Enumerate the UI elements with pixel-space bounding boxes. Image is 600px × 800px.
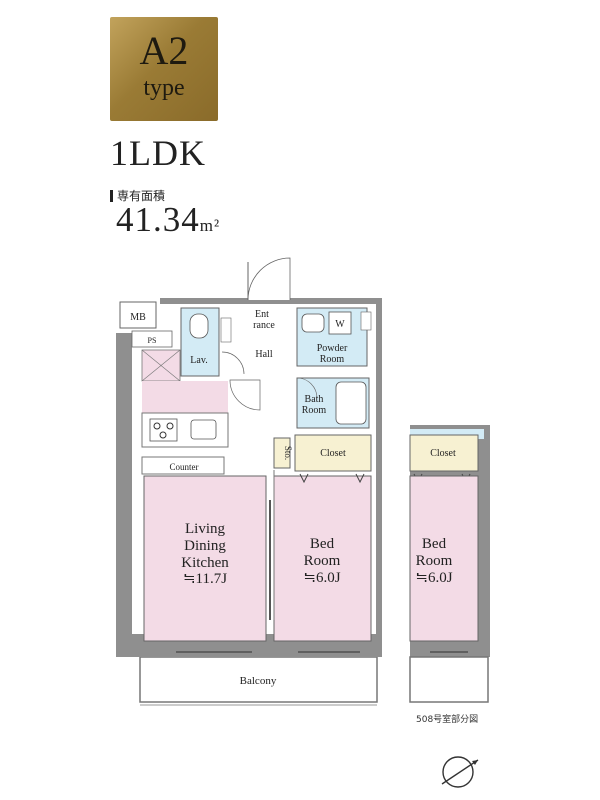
ps-shaft — [131, 330, 173, 348]
powder-label-1: Powder — [317, 343, 348, 354]
type-code: A2 — [139, 28, 189, 73]
bullet-mark — [110, 189, 113, 202]
washer-label: W — [335, 319, 345, 330]
area-caption-text: 専有面積 — [117, 189, 166, 203]
stove — [149, 418, 178, 442]
toilet — [189, 313, 209, 339]
alt-bed-label-2: Room — [416, 553, 453, 569]
bath-label-2: Room — [302, 405, 327, 416]
washer-space — [328, 311, 352, 335]
type-word: type — [143, 75, 185, 101]
counter — [141, 456, 225, 475]
alt-bed-label-1: Bed — [422, 536, 447, 552]
closet-label: Closet — [320, 448, 346, 459]
lav-label: Lav. — [190, 355, 207, 366]
partial-plan-note: 508号室部分図 — [416, 715, 479, 725]
ldk-label-2: Dining — [184, 538, 226, 554]
alt-bed-size: ≒6.0J — [415, 570, 452, 586]
bath-label-1: Bath — [305, 394, 324, 405]
area-unit: m² — [199, 216, 221, 235]
balcony-label: Balcony — [240, 675, 277, 687]
alt-balcony — [409, 656, 489, 703]
bathtub — [335, 381, 367, 425]
storage — [273, 437, 291, 469]
ldk-label-1: Living — [185, 521, 225, 537]
sink — [190, 419, 217, 440]
ldk-label-3: Kitchen — [181, 555, 229, 571]
entrance-label-1: Ent — [255, 309, 269, 320]
closet — [294, 434, 372, 472]
layout-label: 1LDK — [110, 133, 206, 173]
alt-closet — [409, 434, 479, 472]
bed-size: ≒6.0J — [303, 570, 340, 586]
bed-room — [273, 475, 372, 642]
hall-label: Hall — [255, 349, 272, 360]
ldk-size: ≒11.7J — [183, 571, 227, 587]
ps-label: PS — [148, 336, 157, 345]
counter-label: Counter — [170, 462, 199, 472]
alt-closet-label: Closet — [430, 448, 456, 459]
mb-closet — [119, 301, 157, 329]
bed-label-1: Bed — [310, 536, 335, 552]
area-value: 41.34m² — [116, 200, 220, 240]
balcony — [139, 656, 378, 703]
alt-bed-room — [409, 475, 479, 642]
entrance-label-2: rance — [253, 320, 275, 331]
sto-label: Sto. — [283, 446, 293, 460]
basin — [301, 313, 325, 333]
living-dining-kitchen — [143, 475, 267, 642]
powder-label-2: Room — [320, 354, 345, 365]
area-number: 41.34 — [116, 200, 200, 239]
mb-label: MB — [130, 312, 146, 323]
compass-icon — [441, 756, 479, 788]
type-badge: A2 type — [110, 17, 218, 121]
area-caption: 専有面積 — [110, 187, 165, 204]
bed-label-2: Room — [304, 553, 341, 569]
